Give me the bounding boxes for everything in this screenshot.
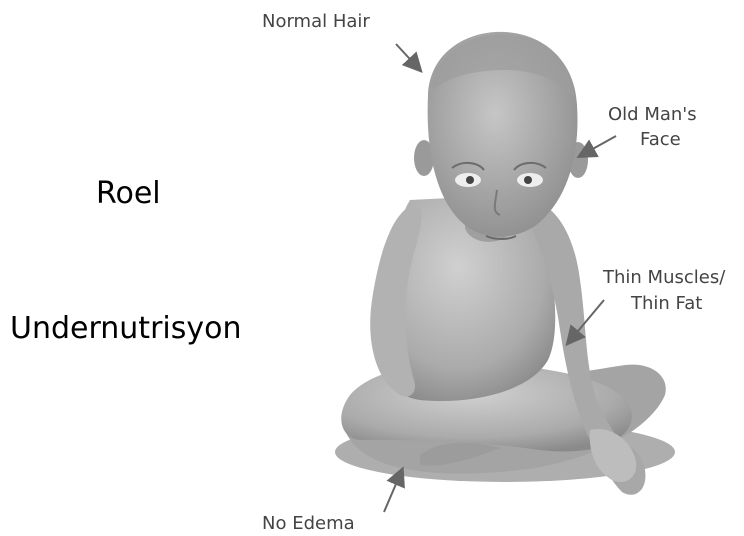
label-normal-hair: Normal Hair	[262, 10, 370, 34]
label-thin-muscles-line2: Thin Fat	[631, 292, 702, 316]
label-old-mans-face-line2: Face	[640, 128, 681, 152]
title-roel: Roel	[96, 176, 161, 211]
arrow-edema	[384, 470, 402, 512]
arrow-hair	[396, 44, 420, 70]
title-undernutrisyon: Undernutrisyon	[10, 311, 242, 346]
arrow-face	[580, 136, 616, 156]
label-old-mans-face-line1: Old Man's	[608, 103, 697, 127]
label-thin-muscles-line1: Thin Muscles/	[603, 266, 725, 290]
seated-child-figure	[341, 32, 665, 495]
label-no-edema: No Edema	[262, 512, 355, 536]
